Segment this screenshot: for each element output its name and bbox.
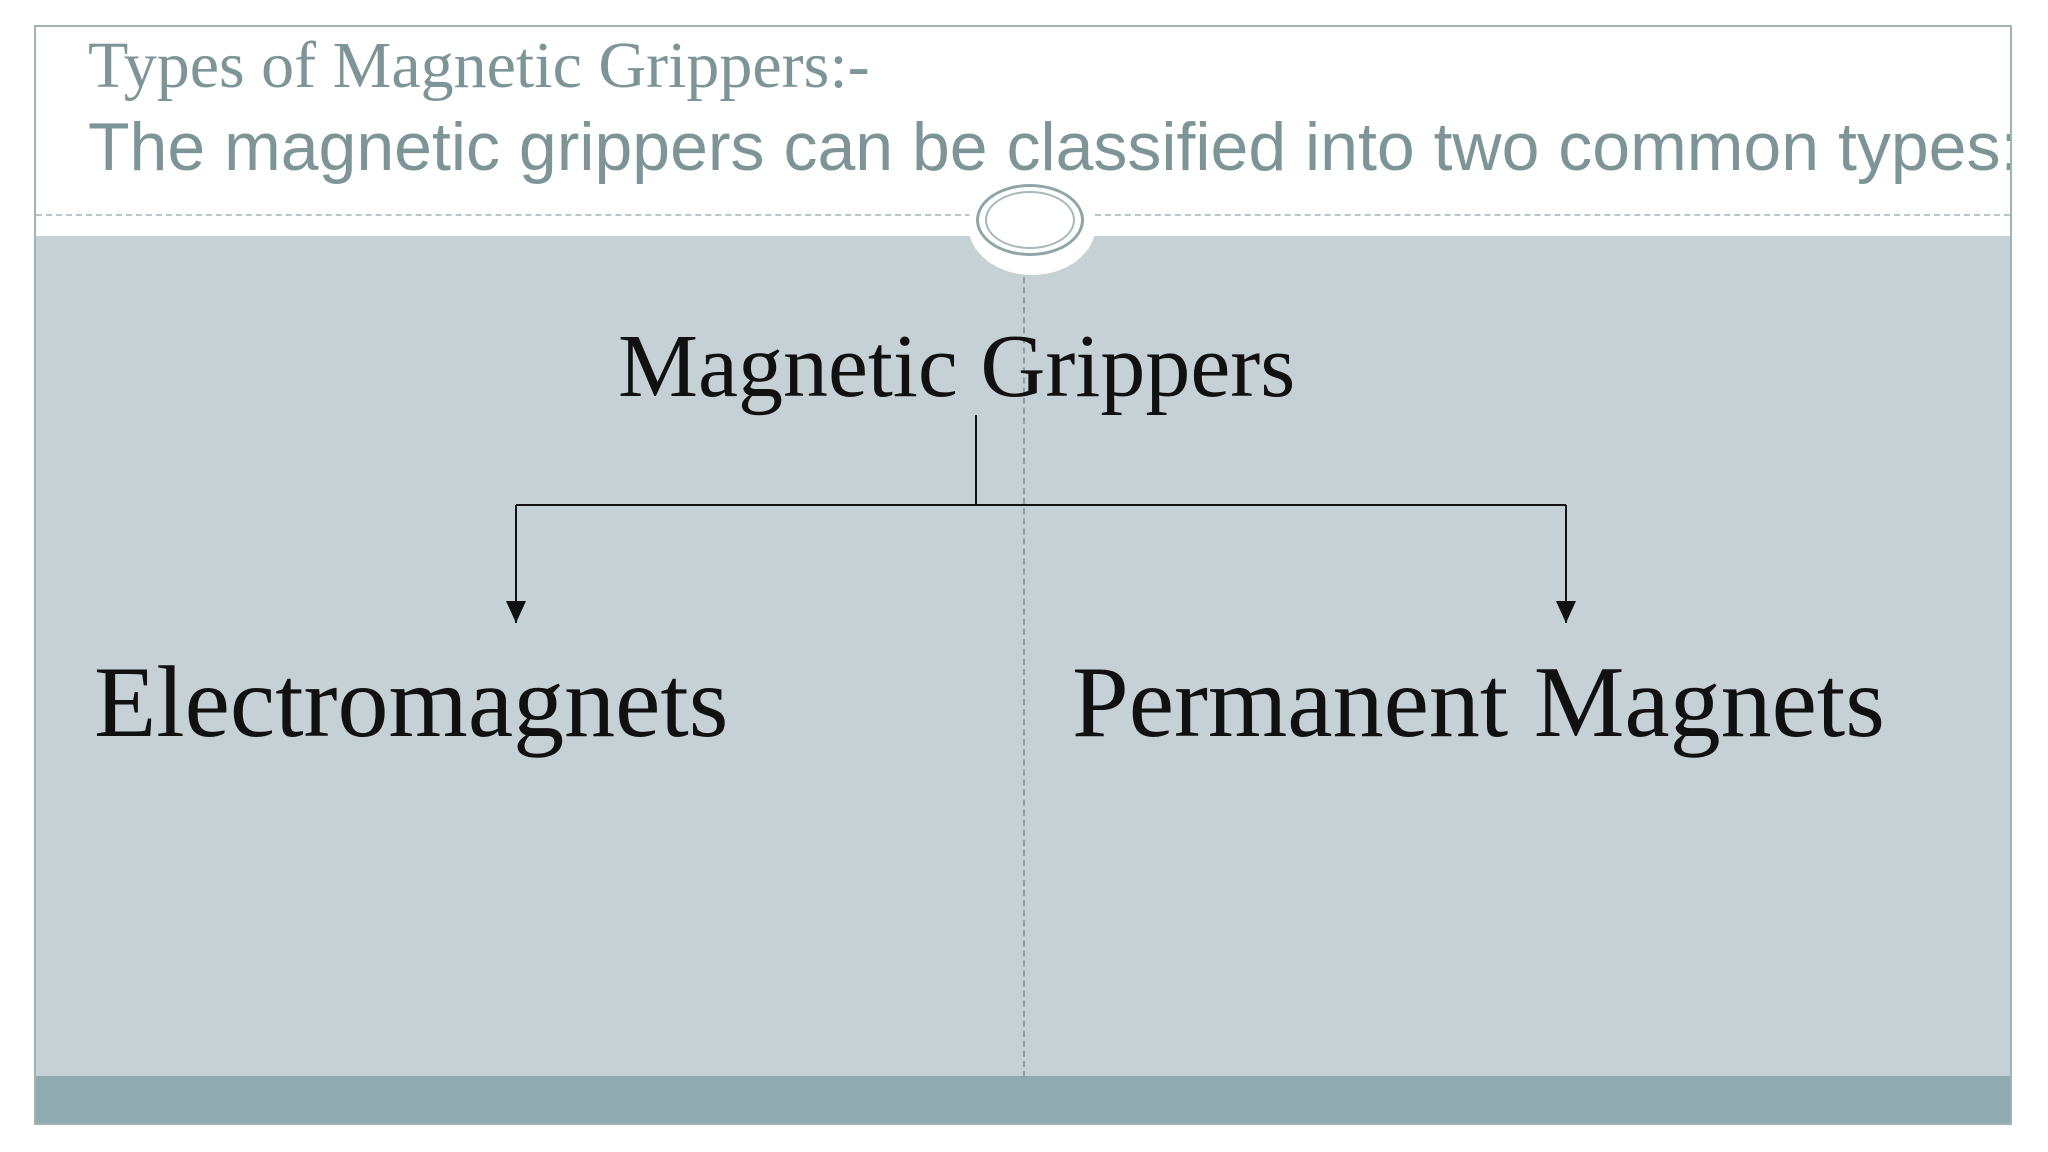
bottom-accent-bar [36, 1076, 2010, 1123]
slide-frame: Types of Magnetic Grippers:- The magneti… [34, 25, 2012, 1125]
diagram-child-electromagnets: Electromagnets [94, 646, 729, 759]
diagram-child-permanent-magnets: Permanent Magnets [1072, 646, 1885, 759]
diagram-connectors [506, 415, 1576, 623]
slide-subtitle: The magnetic grippers can be classified … [88, 109, 2012, 185]
diagram-root-label: Magnetic Grippers [618, 317, 1296, 416]
center-dashed-divider [1023, 257, 1025, 1077]
slide-title: Types of Magnetic Grippers:- [88, 29, 870, 102]
ornament-inner-oval [985, 191, 1075, 249]
